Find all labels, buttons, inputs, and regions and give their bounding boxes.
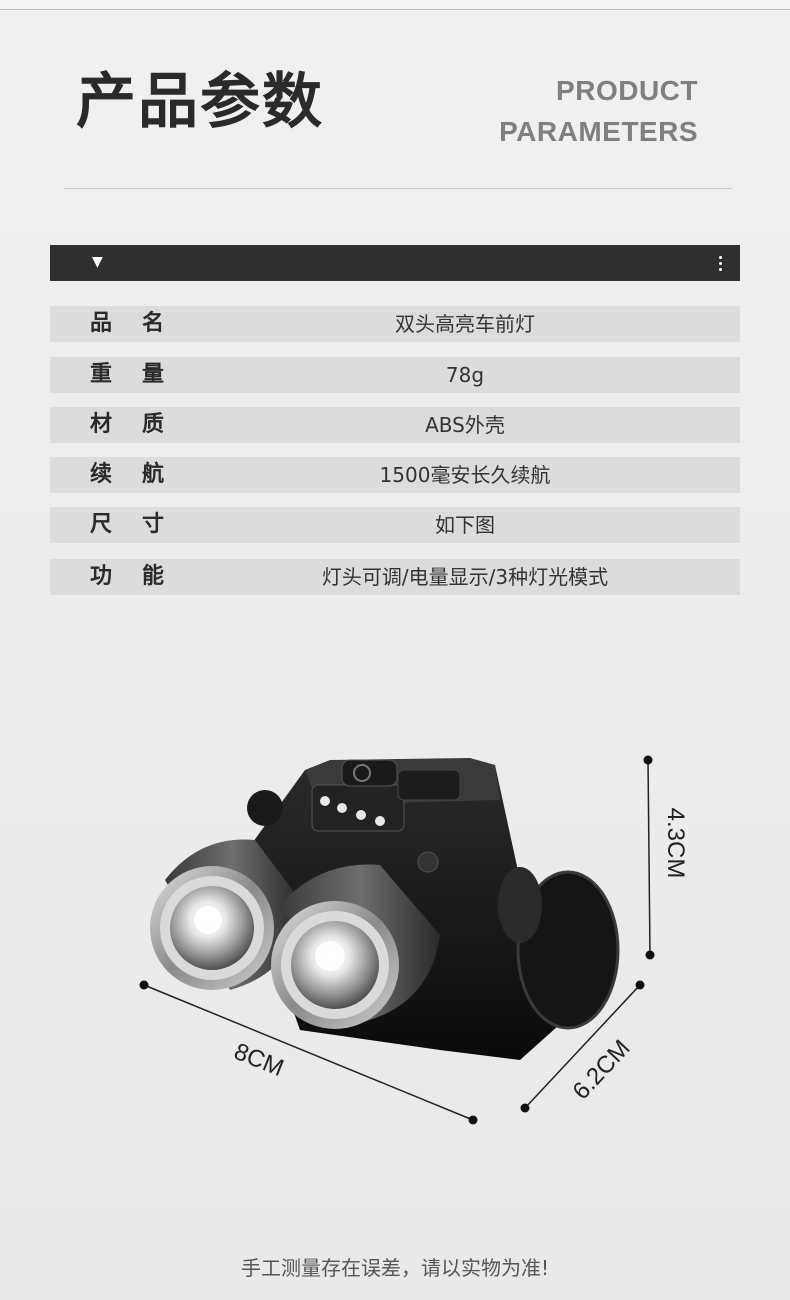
spec-row-size: 尺寸 如下图 — [50, 507, 740, 543]
left-lamp — [150, 839, 300, 990]
page-title: 产品参数 — [76, 67, 324, 137]
spec-row-weight: 重量 78g — [50, 357, 740, 393]
spec-table-header: ▼ — [50, 245, 740, 281]
top-border — [0, 0, 790, 10]
width-dimension-line — [139, 980, 478, 1125]
title-en-line2: PARAMETERS — [499, 116, 698, 147]
title-divider — [64, 188, 732, 189]
spec-value: 1500毫安长久续航 — [379, 463, 551, 487]
measurement-disclaimer: 手工测量存在误差，请以实物为准! — [240, 1256, 550, 1280]
right-lamp — [271, 864, 440, 1029]
spec-value: ABS外壳 — [425, 413, 505, 437]
product-diagram: 4.3CM 8CM 6.2CM — [139, 755, 689, 1125]
caret-down-icon: ▼ — [92, 254, 103, 270]
spec-value: 灯头可调/电量显示/3种灯光模式 — [321, 565, 609, 589]
depth-label: 6.2CM — [568, 1035, 636, 1105]
spec-row-material: 材质 ABS外壳 — [50, 407, 740, 443]
spec-value: 双头高亮车前灯 — [395, 312, 535, 336]
depth-dimension-line — [520, 980, 645, 1113]
spec-label: 续航 — [90, 462, 195, 487]
spec-label: 材质 — [90, 412, 195, 437]
spec-label: 尺寸 — [90, 512, 195, 537]
page-title-english: PRODUCT PARAMETERS — [499, 70, 698, 152]
height-dimension-line — [643, 755, 655, 960]
more-vertical-icon — [719, 256, 722, 271]
spec-label: 品名 — [90, 311, 195, 336]
title-en-line1: PRODUCT — [556, 75, 698, 106]
spec-row-function: 功能 灯头可调/电量显示/3种灯光模式 — [50, 559, 740, 595]
spec-value: 78g — [445, 363, 485, 387]
height-label: 4.3CM — [662, 808, 689, 879]
spec-row-name: 品名 双头高亮车前灯 — [50, 306, 740, 342]
spec-row-battery: 续航 1500毫安长久续航 — [50, 457, 740, 493]
spec-label: 重量 — [90, 362, 195, 387]
spec-label: 功能 — [90, 564, 195, 589]
width-label: 8CM — [230, 1038, 287, 1082]
spec-value: 如下图 — [435, 513, 495, 537]
